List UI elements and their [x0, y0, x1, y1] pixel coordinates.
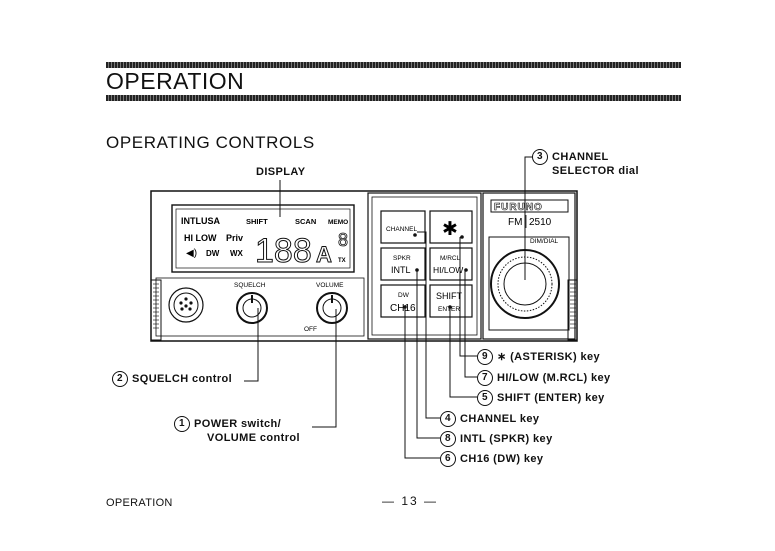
lcd-wx: WX [230, 249, 244, 258]
speaker-icon: ◀) [186, 248, 197, 259]
section-title: OPERATING CONTROLS [106, 133, 315, 152]
enter-key-label: ENTER [438, 306, 460, 313]
ch16-key[interactable]: DW CH16 [380, 284, 426, 318]
callout-number: 8 [440, 431, 456, 447]
model-number: 2510 [529, 217, 552, 228]
volume-knob-label: VOLUME [316, 282, 344, 289]
spkr-key-label: SPKR [393, 255, 411, 262]
page-title: OPERATION [106, 68, 245, 94]
shift-key[interactable]: SHIFT ENTER [429, 284, 473, 318]
channel-key[interactable]: CHANNEL [380, 210, 426, 244]
channel-key-label: CHANNEL [386, 226, 417, 233]
top-rule [106, 62, 681, 68]
asterisk-key[interactable]: ✱ [429, 210, 473, 244]
lcd-dw: DW [206, 249, 220, 258]
knob-panel [155, 277, 365, 337]
callout-number: 9 [477, 349, 493, 365]
intl-key-label: INTL [391, 265, 411, 275]
dim-dial-label: DIM/DIAL [530, 238, 559, 245]
lcd-scan: SCAN [295, 217, 316, 226]
brand-logo: FURUNO [494, 202, 543, 213]
dial-panel [482, 192, 576, 340]
intl-key[interactable]: SPKR INTL [380, 247, 426, 281]
lcd-priv: Priv [226, 233, 243, 243]
callout-number: 1 [174, 416, 190, 432]
lcd-letter: A [316, 242, 332, 267]
asterisk-callout: 9∗ (ASTERISK) key [477, 349, 600, 365]
callout-number: 5 [477, 390, 493, 406]
shift-key-label: SHIFT [436, 291, 463, 301]
channel-selector-callout-line2: SELECTOR dial [552, 165, 639, 177]
model-prefix: FM [508, 217, 522, 228]
lcd-display [171, 204, 355, 273]
callout-number: 3 [532, 149, 548, 165]
lcd-small-digit: 8 [338, 230, 348, 250]
hilow-key-label: HI/LOW [433, 265, 463, 275]
hilow-key[interactable]: M/RCL HI/LOW [429, 247, 473, 281]
callout-number: 7 [477, 370, 493, 386]
display-callout: DISPLAY [256, 166, 306, 178]
asterisk-key-label: ✱ [442, 219, 458, 240]
lcd-hilow: HI LOW [184, 233, 217, 243]
brand-plate [490, 199, 569, 213]
off-label: OFF [304, 326, 317, 333]
callout-number: 6 [440, 451, 456, 467]
page-number: — 13 — [382, 494, 439, 508]
footer-section-name: OPERATION [106, 497, 173, 509]
power-callout-line2: VOLUME control [207, 432, 300, 444]
lcd-digits: 188 [255, 232, 312, 270]
lcd-memo: MEMO [328, 219, 348, 226]
ch16-key-label: CH16 [390, 303, 416, 314]
callout-leaders [244, 156, 533, 459]
squelch-knob-label: SQUELCH [234, 282, 266, 289]
callout-number: 2 [112, 371, 128, 387]
lcd-intlusa: INTLUSA [181, 216, 220, 226]
mrcl-key-label: M/RCL [440, 255, 461, 262]
keypad-panel [367, 192, 482, 340]
lcd-shift: SHIFT [246, 217, 268, 226]
dw-key-label: DW [398, 292, 410, 299]
callout-number: 4 [440, 411, 456, 427]
title-underline [106, 95, 681, 101]
lcd-tx: TX [338, 258, 346, 264]
